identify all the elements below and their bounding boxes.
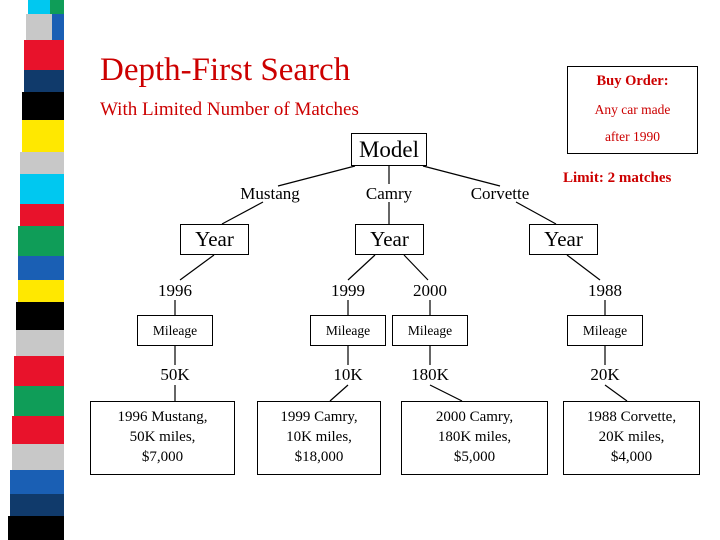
node-mileage-camry-2000: Mileage <box>392 315 468 346</box>
leaf-1988-corvette-line-3: $4,000 <box>610 448 653 465</box>
node-mileage-mustang: Mileage <box>137 315 213 346</box>
leaf-1996-mustang-line-2: 50K miles, <box>129 429 196 446</box>
leaf-1999-camry-line-1: 1999 Camry, <box>280 409 358 426</box>
strip-block <box>20 152 64 174</box>
strip-block <box>26 14 52 40</box>
strip-block <box>10 470 64 494</box>
leaf-1996-mustang-line-1: 1996 Mustang, <box>117 409 208 426</box>
node-year-1988: 1988 <box>575 281 635 301</box>
node-year-camry-label: Year <box>370 227 409 251</box>
node-mileage-10k: 10K <box>318 365 378 385</box>
leaf-1996-mustang-line-3: $7,000 <box>141 448 184 465</box>
leaf-1996-mustang: 1996 Mustang, 50K miles, $7,000 <box>90 401 235 475</box>
strip-block <box>52 14 64 40</box>
node-mileage-camry-1999: Mileage <box>310 315 386 346</box>
buy-order-box: Buy Order: Any car made after 1990 <box>567 66 698 154</box>
node-mileage-180k: 180K <box>397 365 463 385</box>
node-model: Model <box>351 133 427 166</box>
node-camry-label: Camry <box>365 184 413 203</box>
node-mileage-camry-1999-label: Mileage <box>325 322 371 338</box>
node-corvette: Corvette <box>460 184 540 204</box>
strip-block <box>16 302 64 330</box>
leaf-1999-camry-line-3: $18,000 <box>294 448 344 465</box>
node-year-1996: 1996 <box>145 281 205 301</box>
buy-order-title: Buy Order: <box>596 73 669 89</box>
node-year-mustang: Year <box>180 224 249 255</box>
node-model-label: Model <box>358 136 420 162</box>
node-mileage-camry-2000-label: Mileage <box>407 322 453 338</box>
strip-block <box>12 444 64 470</box>
strip-block <box>18 256 64 280</box>
strip-block <box>14 386 64 416</box>
node-mileage-corvette-label: Mileage <box>582 322 628 338</box>
leaf-2000-camry-line-2: 180K miles, <box>437 429 512 446</box>
node-year-corvette: Year <box>529 224 598 255</box>
node-year-corvette-label: Year <box>544 227 583 251</box>
leaf-1988-corvette: 1988 Corvette, 20K miles, $4,000 <box>563 401 700 475</box>
strip-block <box>12 416 64 444</box>
strip-block <box>24 70 64 92</box>
leaf-1999-camry-line-2: 10K miles, <box>286 429 352 446</box>
node-mileage-50k-label: 50K <box>160 365 190 384</box>
node-mileage-corvette: Mileage <box>567 315 643 346</box>
buy-order-line-1: Any car made <box>594 102 671 117</box>
buy-order-line-2: after 1990 <box>604 129 661 144</box>
node-mileage-50k: 50K <box>145 365 205 385</box>
node-year-2000-label: 2000 <box>413 281 447 300</box>
strip-block <box>10 494 64 516</box>
page-title: Depth-First Search <box>100 52 351 88</box>
node-year-camry: Year <box>355 224 424 255</box>
node-mustang: Mustang <box>228 184 312 204</box>
strip-block <box>22 120 64 152</box>
leaf-2000-camry-line-3: $5,000 <box>453 448 496 465</box>
node-year-1999-label: 1999 <box>331 281 365 300</box>
node-year-mustang-label: Year <box>195 227 234 251</box>
strip-block <box>18 226 64 256</box>
leaf-1988-corvette-line-1: 1988 Corvette, <box>586 409 677 426</box>
node-mileage-10k-label: 10K <box>333 365 363 384</box>
leaf-1999-camry: 1999 Camry, 10K miles, $18,000 <box>257 401 381 475</box>
node-corvette-label: Corvette <box>470 184 530 203</box>
node-year-2000: 2000 <box>400 281 460 301</box>
strip-block <box>14 356 64 386</box>
node-year-1988-label: 1988 <box>588 281 622 300</box>
strip-block <box>24 40 64 70</box>
strip-block <box>18 280 64 302</box>
leaf-1988-corvette-line-2: 20K miles, <box>598 429 665 446</box>
leaf-2000-camry-line-1: 2000 Camry, <box>435 409 514 426</box>
node-mileage-180k-label: 180K <box>411 365 449 384</box>
node-year-1999: 1999 <box>318 281 378 301</box>
node-mileage-20k-label: 20K <box>590 365 620 384</box>
strip-block <box>28 0 50 14</box>
node-year-1996-label: 1996 <box>158 281 192 300</box>
strip-block <box>16 330 64 356</box>
leaf-2000-camry: 2000 Camry, 180K miles, $5,000 <box>401 401 548 475</box>
node-camry: Camry <box>352 184 426 204</box>
strip-block <box>8 516 64 540</box>
strip-block <box>20 204 64 226</box>
match-limit-label: Limit: 2 matches <box>563 170 672 186</box>
page-subtitle: With Limited Number of Matches <box>100 99 359 120</box>
strip-block <box>50 0 64 14</box>
strip-block <box>20 174 64 204</box>
node-mileage-20k: 20K <box>575 365 635 385</box>
node-mustang-label: Mustang <box>240 184 300 203</box>
strip-block <box>22 92 64 120</box>
node-mileage-mustang-label: Mileage <box>152 322 198 338</box>
decorative-color-strip <box>0 0 70 540</box>
